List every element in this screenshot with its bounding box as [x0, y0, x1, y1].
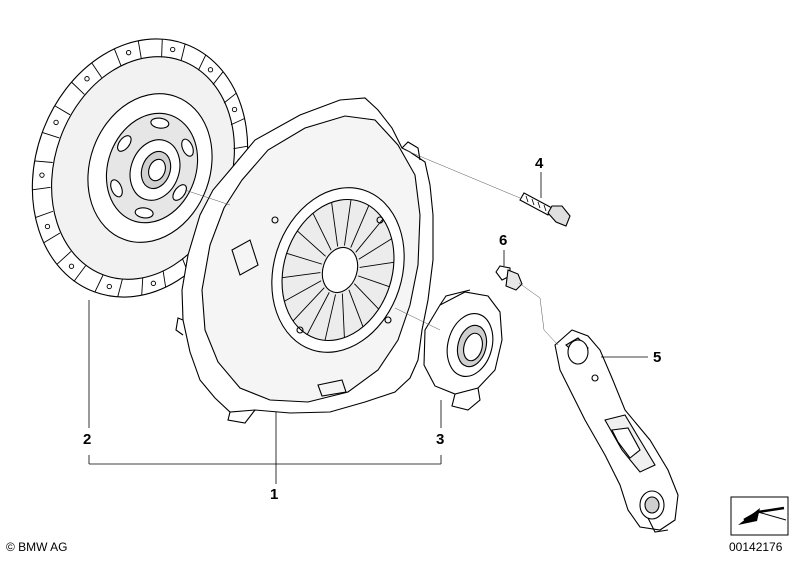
- friction-rivet: [231, 106, 238, 113]
- callout-5: 5: [653, 349, 662, 366]
- damper-spring: [110, 179, 123, 198]
- assembly-lines: [184, 149, 559, 346]
- damper-spring: [117, 135, 132, 152]
- friction-pad-divider: [91, 62, 103, 78]
- diaphragm-finger: [344, 199, 352, 246]
- bolt: [519, 192, 571, 227]
- friction-pad-divider: [54, 105, 71, 116]
- direction-icon: [730, 496, 789, 536]
- friction-rivet: [207, 67, 214, 73]
- friction-pad-divider: [43, 232, 61, 244]
- diaphragm-finger: [292, 287, 325, 322]
- friction-rivet: [39, 172, 45, 178]
- diaphragm-finger: [348, 289, 364, 327]
- friction-pad-divider: [94, 274, 104, 293]
- diaphragm-finger: [350, 205, 370, 248]
- diaphragm-finger: [286, 252, 323, 265]
- friction-rivet: [170, 46, 176, 53]
- friction-pad-divider: [32, 186, 51, 191]
- damper-spring: [134, 207, 154, 219]
- friction-pad-divider: [162, 270, 167, 288]
- friction-rivet: [106, 283, 112, 290]
- release-bearing: [423, 289, 503, 411]
- diaphragm-finger: [341, 293, 345, 338]
- friction-pad-divider: [223, 92, 237, 104]
- friction-rivet: [44, 223, 51, 230]
- callout-4: 4: [535, 155, 544, 172]
- diagram-number: 00142176: [729, 540, 783, 554]
- copyright-notice: © BMW AG: [6, 540, 68, 554]
- clutch-disc: [31, 38, 249, 298]
- diaphragm-finger: [282, 272, 321, 279]
- friction-rivet: [125, 50, 132, 56]
- guide-pin: [495, 265, 523, 291]
- diaphragm-finger: [355, 218, 384, 253]
- damper-spring: [172, 184, 187, 201]
- friction-rivet: [84, 76, 90, 82]
- friction-pad-divider: [71, 81, 85, 95]
- friction-rivet: [68, 263, 75, 269]
- friction-pad-divider: [233, 145, 248, 150]
- friction-pad-divider: [212, 71, 224, 85]
- friction-rivet: [150, 280, 157, 286]
- friction-pad-divider: [161, 39, 163, 57]
- diaphragm-finger: [331, 202, 339, 247]
- friction-pad-divider: [117, 279, 123, 297]
- diaphragm-finger: [297, 230, 326, 257]
- callout-3: 3: [436, 431, 445, 448]
- friction-pad-divider: [35, 210, 54, 218]
- friction-pad-divider: [180, 43, 186, 61]
- diaphragm-finger: [359, 261, 394, 268]
- friction-pad-divider: [141, 277, 144, 296]
- friction-pad-divider: [137, 40, 142, 59]
- friction-rivet: [53, 119, 59, 126]
- callout-6: 6: [499, 232, 508, 249]
- diaphragm-finger: [284, 280, 322, 302]
- damper-spring: [181, 138, 194, 157]
- diaphragm-finger: [306, 292, 330, 335]
- diaphragm-finger: [312, 213, 332, 251]
- callout-1: 1: [270, 486, 279, 503]
- friction-pad-divider: [230, 118, 245, 126]
- diaphragm-finger: [354, 283, 379, 310]
- friction-pad-divider: [42, 132, 60, 139]
- diaphragm-finger: [358, 238, 392, 260]
- friction-pad-divider: [113, 48, 122, 66]
- callout-2: 2: [83, 431, 92, 448]
- friction-pad-divider: [34, 160, 53, 163]
- diaphragm-finger: [357, 275, 390, 288]
- friction-pad-divider: [56, 251, 72, 265]
- release-lever: [554, 329, 679, 533]
- diaphragm-finger: [324, 294, 336, 341]
- pressure-plate: [175, 97, 434, 424]
- friction-pad-divider: [198, 54, 207, 71]
- damper-spring: [150, 117, 170, 129]
- leader-lines: [88, 172, 648, 484]
- friction-pad-divider: [73, 265, 86, 282]
